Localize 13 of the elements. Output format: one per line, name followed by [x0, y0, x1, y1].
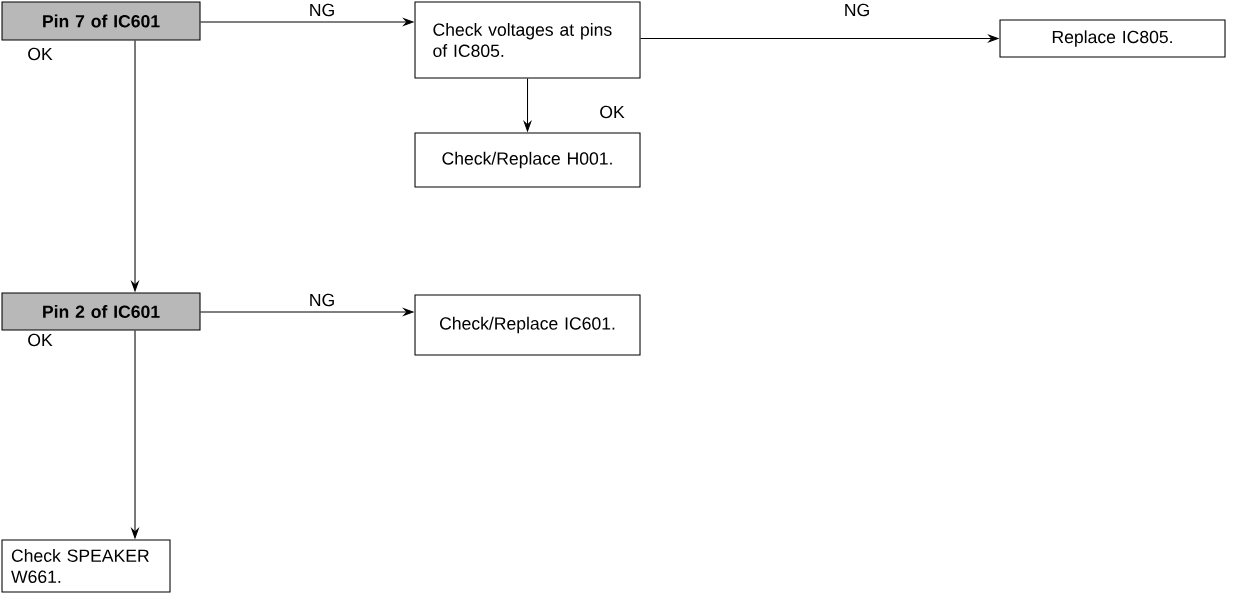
process-box: Check voltages at pins of IC805. — [414, 1, 641, 79]
process-box: Replace IC805. — [999, 19, 1226, 58]
decision-box: Pin 2 of IC601 — [1, 292, 201, 331]
process-box: Check/Replace H001. — [414, 132, 641, 188]
edge-label: OK — [25, 332, 55, 348]
process-box: Check SPEAKER W661. — [1, 539, 171, 593]
edge-label: NG — [307, 2, 337, 18]
decision-box: Pin 7 of IC601 — [1, 1, 201, 41]
edge-label: NG — [307, 292, 337, 308]
process-box: Check/Replace IC601. — [414, 294, 641, 356]
edge-label: OK — [25, 46, 55, 62]
edge-label: NG — [842, 2, 872, 18]
edge-label: OK — [597, 104, 627, 120]
